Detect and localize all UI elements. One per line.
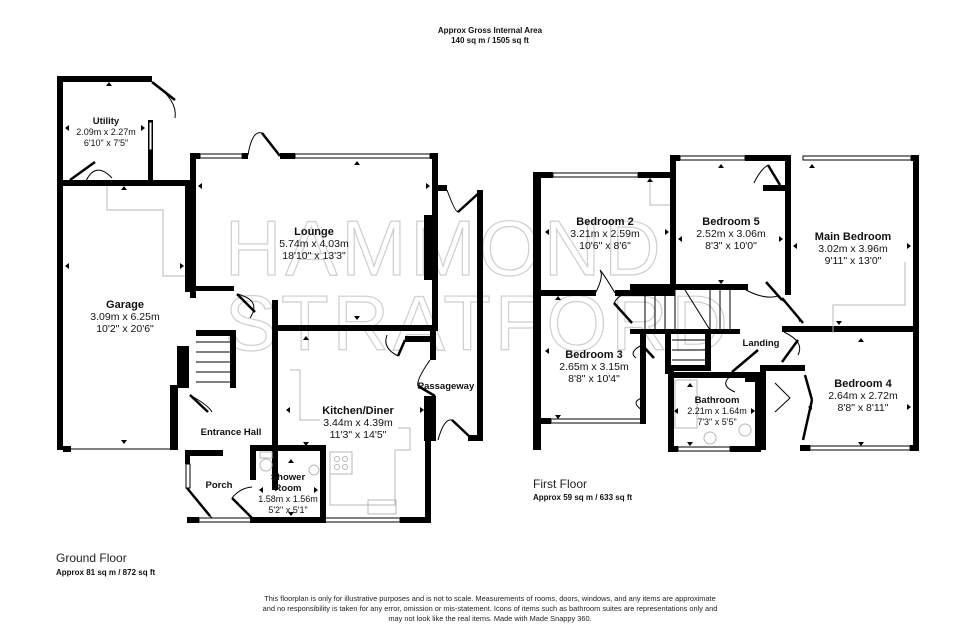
room-passageway: Passageway: [418, 381, 475, 392]
room-name: Bedroom 5: [702, 216, 759, 228]
room-bedroom-3: Bedroom 3 2.65m x 3.15m 8'8" x 10'4": [559, 349, 629, 385]
room-lounge: Lounge 5.74m x 4.03m 18'10" x 13'3": [279, 226, 349, 262]
room-name: Landing: [743, 338, 780, 349]
room-name: Porch: [206, 480, 233, 491]
ground-floor-area: Approx 81 sq m / 872 sq ft: [56, 568, 156, 577]
ground-floor-plan: [57, 76, 483, 523]
room-imperial: 18'10" x 13'3": [282, 250, 346, 262]
room-name-line1: Shower: [271, 472, 306, 483]
room-name: Kitchen/Diner: [322, 405, 394, 417]
room-entrance-hall: Entrance Hall: [201, 427, 262, 438]
gross-area-value: 140 sq m / 1505 sq ft: [451, 36, 529, 45]
room-metric: 1.58m x 1.56m: [258, 494, 318, 504]
room-name: Bedroom 3: [565, 349, 622, 361]
room-imperial: 10'6" x 8'6": [579, 240, 631, 252]
disclaimer-line1: This floorplan is only for illustrative …: [264, 594, 716, 603]
first-floor-plan: [533, 155, 919, 452]
room-metric: 3.02m x 3.96m: [818, 243, 888, 255]
room-imperial: 8'8" x 8'11": [838, 402, 889, 414]
room-metric: 2.52m x 3.06m: [696, 228, 766, 240]
room-name: Entrance Hall: [201, 427, 262, 438]
room-imperial: 8'3" x 10'0": [705, 240, 757, 252]
room-imperial: 8'8" x 10'4": [568, 373, 620, 385]
room-bathroom: Bathroom 2.21m x 1.64m 7'3" x 5'5": [687, 395, 747, 427]
room-metric: 3.09m x 6.25m: [90, 311, 160, 323]
watermark-line1: HAMMOND: [225, 204, 665, 292]
room-metric: 2.21m x 1.64m: [687, 406, 747, 416]
room-shower-room: Shower Room 1.58m x 1.56m 5'2" x 5'1": [258, 472, 318, 515]
room-name: Utility: [93, 116, 120, 127]
first-floor-area: Approx 59 sq m / 633 sq ft: [533, 493, 633, 502]
first-floor-title: First Floor: [533, 477, 587, 491]
room-name: Bathroom: [695, 395, 740, 406]
room-main-bedroom: Main Bedroom 3.02m x 3.96m 9'11" x 13'0": [815, 231, 892, 267]
room-metric: 3.21m x 2.59m: [570, 228, 640, 240]
disclaimer: This floorplan is only for illustrative …: [230, 594, 750, 624]
room-imperial: 11'3" x 14'5": [330, 429, 387, 441]
room-imperial: 7'3" x 5'5": [697, 417, 736, 427]
disclaimer-line2: and no responsibility is taken for any e…: [262, 604, 718, 613]
ground-stairs: [196, 341, 230, 383]
room-utility: Utility 2.09m x 2.27m 6'10" x 7'5": [76, 116, 136, 148]
room-name: Bedroom 2: [576, 216, 633, 228]
room-name: Garage: [106, 299, 144, 311]
room-bedroom-5: Bedroom 5 2.52m x 3.06m 8'3" x 10'0": [696, 216, 766, 252]
room-bedroom-2: Bedroom 2 3.21m x 2.59m 10'6" x 8'6": [570, 216, 640, 252]
room-metric: 2.65m x 3.15m: [559, 361, 629, 373]
ground-floor-title: Ground Floor: [56, 551, 127, 565]
room-metric: 5.74m x 4.03m: [279, 238, 349, 250]
room-metric: 3.44m x 4.39m: [323, 417, 393, 429]
room-imperial: 10'2" x 20'6": [96, 323, 154, 335]
room-imperial: 6'10" x 7'5": [84, 138, 128, 148]
room-metric: 2.64m x 2.72m: [828, 390, 898, 402]
room-imperial: 9'11" x 13'0": [825, 255, 882, 267]
room-name: Bedroom 4: [834, 378, 892, 390]
room-garage: Garage 3.09m x 6.25m 10'2" x 20'6": [90, 299, 160, 335]
room-metric: 2.09m x 2.27m: [76, 127, 136, 137]
room-imperial: 5'2" x 5'1": [268, 505, 307, 515]
room-name-line2: Room: [275, 483, 302, 494]
dimension-markers: [65, 82, 911, 516]
disclaimer-line3: may not look like the real items. Made w…: [388, 614, 592, 623]
room-kitchen-diner: Kitchen/Diner 3.44m x 4.39m 11'3" x 14'5…: [322, 405, 394, 441]
room-bedroom-4: Bedroom 4 2.64m x 2.72m 8'8" x 8'11": [828, 378, 898, 414]
gross-area-title: Approx Gross Internal Area: [437, 26, 543, 35]
room-landing: Landing: [743, 338, 780, 349]
first-stairs: [644, 289, 731, 361]
room-name: Passageway: [418, 381, 475, 392]
room-porch: Porch: [206, 480, 233, 491]
room-name: Main Bedroom: [815, 231, 892, 243]
room-name: Lounge: [294, 226, 334, 238]
